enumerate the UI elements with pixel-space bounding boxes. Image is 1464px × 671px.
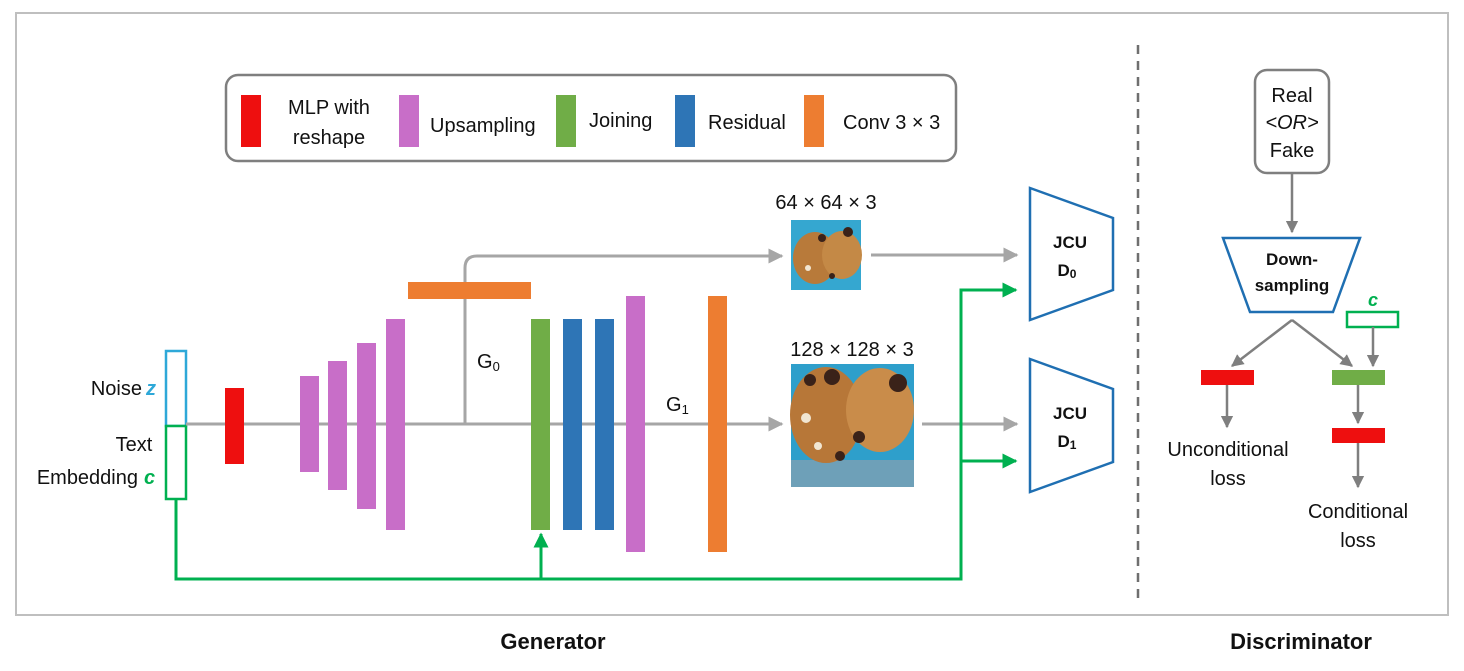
legend-swatch-residual <box>675 95 695 147</box>
text-embedding-label-line1: Text <box>116 434 153 456</box>
g0-branch-arrow <box>463 248 784 424</box>
d1-label-line2: D1 <box>1058 432 1077 452</box>
conditional-loss-line1: Conditional <box>1308 501 1408 523</box>
discriminator-caption: Discriminator <box>1230 629 1372 654</box>
legend-label-joining: Joining <box>589 110 652 132</box>
legend-label-upsampling: Upsampling <box>430 115 536 137</box>
upsampling-block-1 <box>300 376 319 472</box>
text-embedding-label-line2: Embedding <box>37 467 138 489</box>
discriminator-d0 <box>1028 186 1115 322</box>
residual-block-2 <box>595 319 614 530</box>
legend-label-mlp-line1: MLP with <box>288 97 370 119</box>
discriminator-d1 <box>1028 357 1115 494</box>
cond-mlp-block <box>1332 428 1385 443</box>
noise-var: z <box>145 378 156 400</box>
conv-block-g0 <box>408 282 531 299</box>
condition-c-vector <box>1345 310 1400 329</box>
text-embedding-var: c <box>144 467 155 489</box>
unconditional-loss-line2: loss <box>1210 468 1246 490</box>
arrow-down-to-uncond <box>1231 319 1293 367</box>
legend-swatch-joining <box>556 95 576 147</box>
condition-c-label: c <box>1368 290 1378 310</box>
real-or-fake-line3: Fake <box>1270 140 1314 162</box>
upsampling-block-5 <box>626 296 645 552</box>
legend-swatch-mlp <box>241 95 261 147</box>
noise-vector <box>164 349 188 428</box>
downsampling-line2: sampling <box>1255 276 1330 295</box>
downsampling-block <box>1221 236 1362 314</box>
residual-block-1 <box>563 319 582 530</box>
upsampling-block-2 <box>328 361 347 490</box>
g0-label: G0 <box>477 351 500 374</box>
legend-label-conv: Conv 3 × 3 <box>843 112 940 134</box>
unconditional-loss-line1: Unconditional <box>1167 439 1288 461</box>
conv-block-g1 <box>708 296 727 552</box>
upsampling-block-4 <box>386 319 405 530</box>
d0-label-line2: D0 <box>1058 261 1077 281</box>
legend: MLP with reshape Upsampling Joining Resi… <box>224 73 958 163</box>
output-image-128 <box>790 364 914 487</box>
d1-label-line1: JCU <box>1053 404 1087 423</box>
legend-swatch-upsampling <box>399 95 419 147</box>
joining-block <box>531 319 550 530</box>
noise-label: Noise <box>91 378 142 400</box>
downsampling-line1: Down- <box>1266 250 1318 269</box>
arrow-down-to-joining <box>1291 319 1353 367</box>
text-embedding-vector <box>164 424 188 501</box>
outer-frame <box>15 12 1449 616</box>
disc-joining-block <box>1332 370 1385 385</box>
real-or-fake-line1: Real <box>1271 85 1312 107</box>
legend-swatch-conv <box>804 95 824 147</box>
output-64-label: 64 × 64 × 3 <box>775 192 876 214</box>
generator-caption: Generator <box>500 629 606 654</box>
uncond-mlp-block <box>1201 370 1254 385</box>
conditioning-path <box>174 282 1018 581</box>
upsampling-block-3 <box>357 343 376 509</box>
legend-label-residual: Residual <box>708 112 786 134</box>
g1-label: G1 <box>666 394 689 417</box>
mlp-block <box>225 388 244 464</box>
output-image-64 <box>791 220 862 290</box>
output-128-label: 128 × 128 × 3 <box>790 339 913 361</box>
d0-label-line1: JCU <box>1053 233 1087 252</box>
conditional-loss-line2: loss <box>1340 530 1376 552</box>
legend-label-mlp-line2: reshape <box>293 127 365 149</box>
real-or-fake-line2: <OR> <box>1265 112 1318 134</box>
